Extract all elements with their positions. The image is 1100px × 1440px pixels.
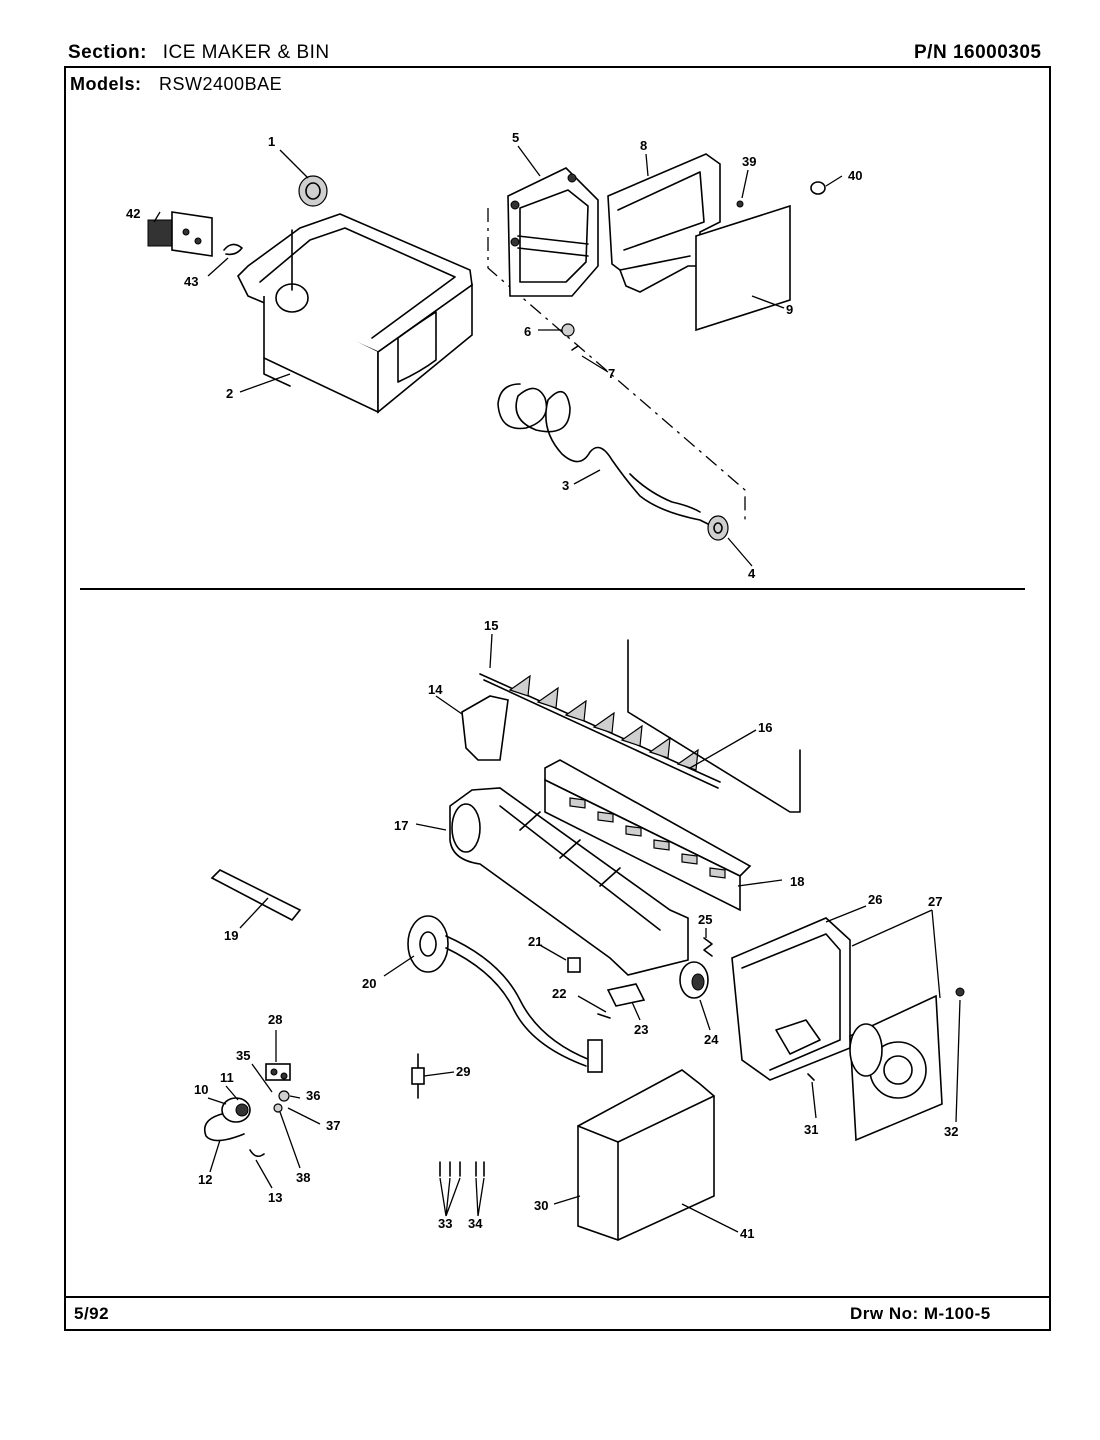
- callout-43: 43: [184, 274, 198, 289]
- callout-26: 26: [868, 892, 882, 907]
- models-row: Models: RSW2400BAE: [70, 74, 282, 95]
- part-28-valve: [265, 1063, 291, 1081]
- callout-4: 4: [748, 566, 756, 581]
- callout-36: 36: [306, 1088, 320, 1103]
- callout-22: 22: [552, 986, 566, 1001]
- callout-14: 14: [428, 682, 443, 697]
- part-22-clip: [597, 1013, 611, 1019]
- part-number: P/N 16000305: [914, 42, 1042, 63]
- section-title: Section: ICE MAKER & BIN: [68, 42, 330, 64]
- drawing-frame: [64, 66, 1051, 1331]
- part-36-washer: [278, 1090, 290, 1102]
- callout-29: 29: [456, 1064, 470, 1079]
- part-13-clip: [249, 1149, 265, 1158]
- section-label: Section:: [68, 42, 147, 63]
- callout-19: 19: [224, 928, 238, 943]
- part-25-spring: [703, 937, 713, 957]
- callout-23: 23: [634, 1022, 648, 1037]
- drawing-number: Drw No: M-100-5: [850, 1304, 991, 1323]
- section-value: ICE MAKER & BIN: [162, 42, 330, 63]
- leader-1: [279, 149, 309, 179]
- models-label: Models:: [70, 74, 142, 94]
- callout-2: 2: [226, 386, 233, 401]
- part-6-nut: [561, 323, 575, 337]
- part-26-housing: [731, 917, 851, 1081]
- callout-32: 32: [944, 1124, 958, 1139]
- callout-30: 30: [534, 1198, 548, 1213]
- part-19-fill-tube: [210, 869, 302, 922]
- part-33-screws: [439, 1161, 461, 1177]
- section-divider: [80, 588, 1025, 590]
- part-8-chute: [607, 153, 721, 293]
- callout-31: 31: [804, 1122, 818, 1137]
- callout-12: 12: [198, 1172, 212, 1187]
- part-4-fitting: [707, 515, 729, 541]
- part-3-tube: [497, 383, 713, 527]
- part-30-cover: [577, 1069, 715, 1241]
- part-15-ejector: [479, 673, 721, 789]
- part-17-mold: [449, 787, 689, 976]
- callout-20: 20: [362, 976, 376, 991]
- callout-15: 15: [484, 618, 498, 633]
- part-23-bracket: [606, 983, 646, 1007]
- callout-7: 7: [608, 366, 615, 381]
- footer-rule: [64, 1296, 1051, 1298]
- callout-17: 17: [394, 818, 408, 833]
- callout-33: 33: [438, 1216, 452, 1231]
- callout-37: 37: [326, 1118, 340, 1133]
- callout-34: 34: [468, 1216, 483, 1231]
- part-43-clip: [223, 243, 243, 256]
- callout-27: 27: [928, 894, 942, 909]
- callout-6: 6: [524, 324, 531, 339]
- callout-25: 25: [698, 912, 712, 927]
- callout-18: 18: [790, 874, 804, 889]
- part-32-screw: [955, 987, 965, 997]
- callout-5: 5: [512, 130, 519, 145]
- callout-24: 24: [704, 1032, 719, 1047]
- callout-21: 21: [528, 934, 542, 949]
- part-21-cap: [567, 957, 581, 973]
- part-40-nut: [810, 181, 826, 195]
- callout-1: 1: [268, 134, 275, 149]
- callout-3: 3: [562, 478, 569, 493]
- callout-39: 39: [742, 154, 756, 169]
- part-16-arm: [627, 639, 801, 813]
- callout-41: 41: [740, 1226, 754, 1241]
- callout-40: 40: [848, 168, 862, 183]
- callout-42: 42: [126, 206, 140, 221]
- part-39-screw: [736, 200, 744, 208]
- callout-8: 8: [640, 138, 647, 153]
- callout-9: 9: [786, 302, 793, 317]
- part-34-screws: [475, 1161, 485, 1177]
- part-5-housing: [507, 167, 599, 297]
- callout-35: 35: [236, 1048, 250, 1063]
- models-value: RSW2400BAE: [159, 74, 283, 94]
- part-9-panel: [695, 204, 791, 332]
- part-29-fuse: [411, 1053, 425, 1099]
- part-10-solenoid: [203, 1097, 251, 1142]
- part-24-gear: [679, 961, 709, 999]
- callout-13: 13: [268, 1190, 282, 1205]
- part-18-stripper: [544, 759, 752, 912]
- part-20-harness: [407, 915, 603, 1073]
- part-1-knob: [298, 175, 328, 207]
- callout-10: 10: [194, 1082, 208, 1097]
- footer-date: 5/92: [74, 1304, 110, 1323]
- callout-28: 28: [268, 1012, 282, 1027]
- part-14-bracket: [461, 695, 509, 761]
- part-38-nut: [273, 1103, 283, 1113]
- callout-11: 11: [220, 1070, 234, 1085]
- part-27-motor-plate: [849, 994, 943, 1142]
- callout-16: 16: [758, 720, 772, 735]
- part-2-ice-bin: [237, 213, 473, 414]
- part-42-motor: [147, 211, 213, 257]
- part-7-pin: [571, 345, 579, 351]
- assembly-centerline: [487, 208, 746, 520]
- callout-38: 38: [296, 1170, 310, 1185]
- part-31-screw: [807, 1073, 815, 1081]
